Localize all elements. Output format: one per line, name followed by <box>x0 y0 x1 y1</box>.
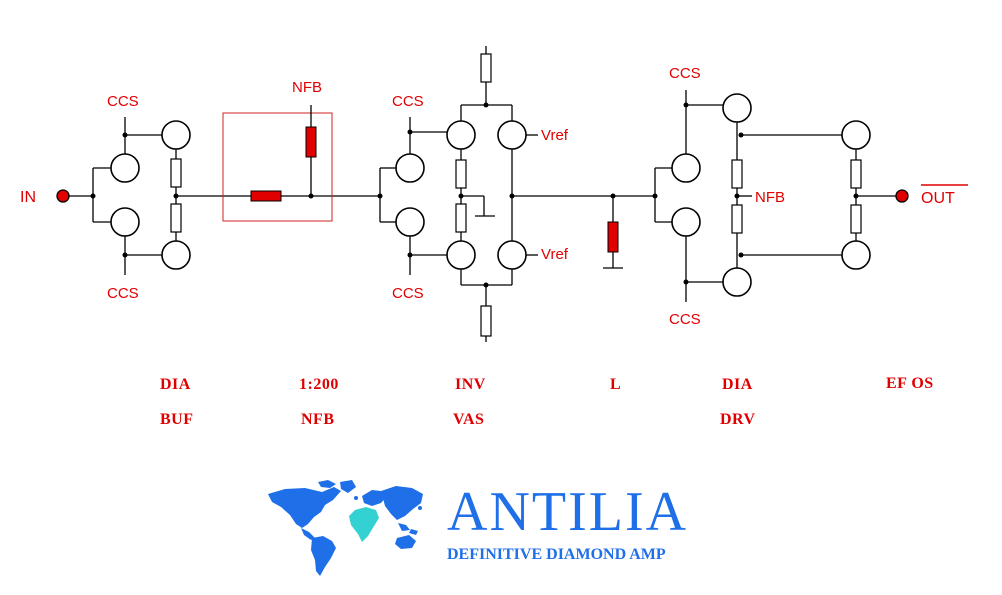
vas-input-transistor-upper <box>395 153 425 183</box>
output-label: OUT <box>921 190 955 207</box>
stage-5-line1: DIA <box>722 376 753 393</box>
diamond-driver-stage <box>652 90 856 302</box>
stage-2-line2: NFB <box>301 411 335 428</box>
stage-3-line1: INV <box>455 376 486 393</box>
brand-name: ANTILIA <box>447 481 688 543</box>
vas-transistor-lower-right <box>497 240 527 270</box>
output-transistor-upper <box>841 120 871 150</box>
nfb-network-stage <box>222 105 333 222</box>
ccs-label-buffer-top: CCS <box>107 93 139 110</box>
vref-label-bottom: Vref <box>541 246 569 263</box>
nfb-label-network: NFB <box>292 79 322 96</box>
vas-supply-resistor-bottom <box>480 305 492 337</box>
input-terminal[interactable] <box>56 189 70 203</box>
driver-input-transistor-upper <box>671 153 701 183</box>
ccs-label-driver-top: CCS <box>669 65 701 82</box>
output-transistor-lower <box>841 240 871 270</box>
world-map-icon <box>268 480 423 576</box>
buffer-output-transistor-lower <box>161 240 191 270</box>
load-resistor <box>607 221 619 253</box>
ccs-label-vas-top: CCS <box>392 93 424 110</box>
brand-logo: ANTILIA DEFINITIVE DIAMOND AMP <box>268 480 688 576</box>
ccs-label-vas-bottom: CCS <box>392 285 424 302</box>
output-emitter-resistor-upper <box>850 159 862 189</box>
ccs-label-buffer-bottom: CCS <box>107 285 139 302</box>
africa-highlight-icon <box>349 507 379 542</box>
vas-degeneration-resistor-upper <box>455 159 467 189</box>
stage-2-line1: 1:200 <box>299 376 339 393</box>
buffer-emitter-resistor-lower <box>170 203 182 233</box>
vas-degeneration-resistor-lower <box>455 203 467 233</box>
nfb-label-driver: NFB <box>755 189 785 206</box>
nfb-highlight-box <box>222 112 333 222</box>
input-label: IN <box>20 189 36 206</box>
buffer-output-transistor-upper <box>161 120 191 150</box>
nfb-shunt-resistor <box>305 126 317 158</box>
buffer-input-transistor-lower <box>110 207 140 237</box>
vref-label-top: Vref <box>541 127 569 144</box>
load-stage <box>603 193 623 269</box>
stage-1-line2: BUF <box>160 411 194 428</box>
vas-input-transistor-lower <box>395 207 425 237</box>
stage-6-line1: EF OS <box>886 375 934 392</box>
vas-transistor-upper-right <box>497 120 527 150</box>
driver-emitter-resistor-upper <box>731 159 743 189</box>
driver-emitter-resistor-lower <box>731 204 743 234</box>
driver-output-transistor-upper <box>722 93 752 123</box>
nfb-series-resistor <box>250 190 282 202</box>
ef-output-stage <box>841 120 909 270</box>
driver-output-transistor-lower <box>722 267 752 297</box>
output-terminal[interactable] <box>895 189 909 203</box>
diamond-buffer-stage <box>56 117 380 275</box>
driver-input-transistor-lower <box>671 207 701 237</box>
stage-1-line1: DIA <box>160 376 191 393</box>
stage-5-line2: DRV <box>720 411 756 428</box>
vas-supply-resistor-top <box>480 53 492 83</box>
brand-tagline: DEFINITIVE DIAMOND AMP <box>447 546 666 563</box>
vas-transistor-lower-left <box>446 240 476 270</box>
annotations: IN OUT CCS CCS CCS CCS CCS CCS NFB NFB V… <box>20 65 968 328</box>
stage-captions: DIA BUF 1:200 NFB INV VAS L DIA DRV EF O… <box>160 375 934 428</box>
buffer-emitter-resistor-upper <box>170 158 182 188</box>
output-emitter-resistor-lower <box>850 204 862 234</box>
vas-transistor-upper-left <box>446 120 476 150</box>
inverting-vas-stage <box>377 46 655 342</box>
ccs-label-driver-bottom: CCS <box>669 311 701 328</box>
buffer-input-transistor-upper <box>110 153 140 183</box>
stage-3-line2: VAS <box>453 411 484 428</box>
stage-4-line1: L <box>610 376 621 393</box>
